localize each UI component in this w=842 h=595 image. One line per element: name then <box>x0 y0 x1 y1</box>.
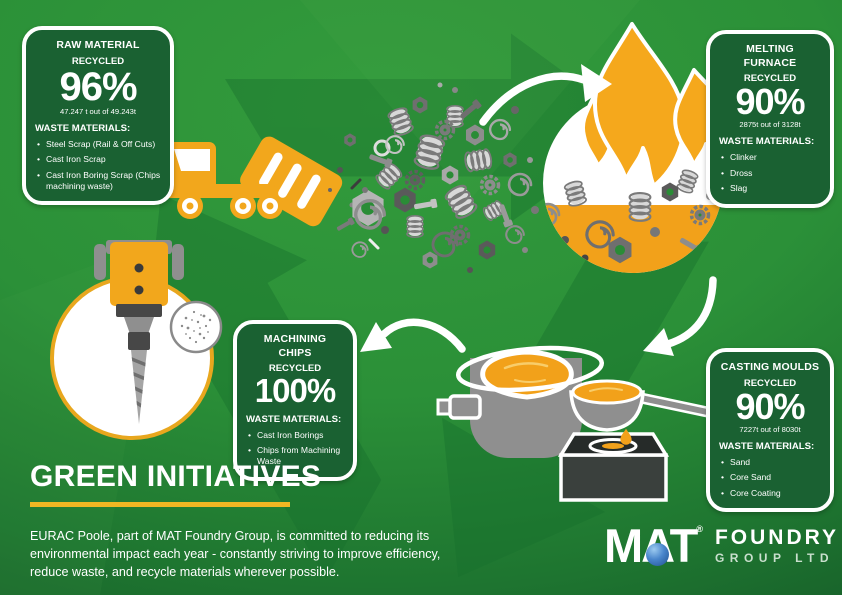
recycled-label: RECYCLED <box>71 55 125 67</box>
truck-wheel <box>257 193 283 219</box>
drill-bit <box>131 350 147 424</box>
drill-press-icon <box>94 240 184 424</box>
recycled-label: RECYCLED <box>268 363 322 375</box>
waste-item: Clinker <box>719 152 821 163</box>
waste-item: Slag <box>719 183 821 194</box>
mat-foundry-logo: MAT® FOUNDRY GROUP LTD <box>604 522 839 569</box>
waste-materials-heading: WASTE MATERIALS: <box>246 413 342 425</box>
waste-item: Cast Iron Borings <box>246 430 344 441</box>
mould-box <box>557 428 670 502</box>
panel-title: MELTING FURNACE <box>743 43 797 69</box>
casting-scene <box>436 345 718 502</box>
recycled-percent: 90% <box>735 81 805 123</box>
panel-title: CASTING MOULDS <box>720 361 820 373</box>
logo-foundry-text: FOUNDRY <box>714 526 840 549</box>
recycled-amount: 47.247 t out of 49.243t <box>59 106 136 116</box>
chips-dust-circle <box>169 300 223 354</box>
truck-window <box>174 149 210 171</box>
panel-casting-moulds: CASTING MOULDS RECYCLED 90% 7227t out of… <box>706 348 834 513</box>
recycled-amount: 7227t out of 8030t <box>739 424 801 434</box>
waste-materials-heading: WASTE MATERIALS: <box>719 440 815 452</box>
waste-materials-list: Steel Scrap (Rail & Off Cuts) Cast Iron … <box>35 139 161 192</box>
scrap-metal-pile <box>328 82 539 273</box>
panel-raw-material: RAW MATERIAL RECYCLED 96% 47.247 t out o… <box>22 26 174 206</box>
light-ray-shape <box>300 0 640 200</box>
waste-item: Cast Iron Boring Scrap (Chips machining … <box>35 170 161 192</box>
waste-materials-heading: WASTE MATERIALS: <box>35 122 131 134</box>
crucible-rim <box>456 345 604 393</box>
title-underline <box>30 502 290 507</box>
panel-machining-chips: MACHINING CHIPS RECYCLED 100% WASTE MATE… <box>233 320 357 481</box>
waste-item: Chips from Machining Waste <box>246 445 344 467</box>
waste-item: Core Coating <box>719 488 821 499</box>
waste-item: Cast Iron Scrap <box>35 154 161 165</box>
waste-item: Core Sand <box>719 472 821 483</box>
panel-title: RAW MATERIAL <box>56 39 140 51</box>
description-text: EURAC Poole, part of MAT Foundry Group, … <box>30 529 441 579</box>
recycled-label: RECYCLED <box>743 73 797 85</box>
truck-wheel <box>230 193 256 219</box>
waste-item: Sand <box>719 457 821 468</box>
registered-trademark: ® <box>696 524 703 534</box>
flow-arrow-scrap-to-furnace <box>479 64 612 126</box>
recycled-label: RECYCLED <box>743 377 797 389</box>
waste-materials-heading: WASTE MATERIALS: <box>719 136 815 148</box>
truck-tipper-bed <box>240 136 343 227</box>
truck-wheel <box>177 193 203 219</box>
waste-materials-list: Sand Core Sand Core Coating <box>719 457 821 499</box>
waste-item: Dross <box>719 168 821 179</box>
recycled-percent: 90% <box>735 385 805 427</box>
ladle <box>569 379 718 432</box>
crucible-handle <box>448 394 482 420</box>
recycled-amount: 2875t out of 3128t <box>739 120 801 130</box>
machining-scene <box>50 240 223 440</box>
logo-group-text: GROUP LTD <box>714 551 835 565</box>
dump-truck-icon <box>152 136 343 227</box>
waste-materials-list: Clinker Dross Slag <box>719 152 821 194</box>
flow-arrow-furnace-to-casting <box>643 276 717 356</box>
recycled-percent: 96% <box>59 64 137 109</box>
waste-materials-list: Cast Iron Borings Chips from Machining W… <box>246 430 344 468</box>
globe-icon <box>646 543 669 566</box>
recycled-percent: 100% <box>254 372 336 410</box>
waste-item: Steel Scrap (Rail & Off Cuts) <box>35 139 161 150</box>
logo-mat-wordmark: MAT® <box>604 522 706 569</box>
panel-melting-furnace: MELTING FURNACE RECYCLED 90% 2875t out o… <box>706 30 834 208</box>
flow-arrow-casting-to-machining <box>360 318 466 353</box>
page-title: GREEN INITIATIVES <box>30 460 322 493</box>
logo-text-block: FOUNDRY GROUP LTD <box>715 527 839 564</box>
panel-title: MACHINING CHIPS <box>263 333 327 359</box>
